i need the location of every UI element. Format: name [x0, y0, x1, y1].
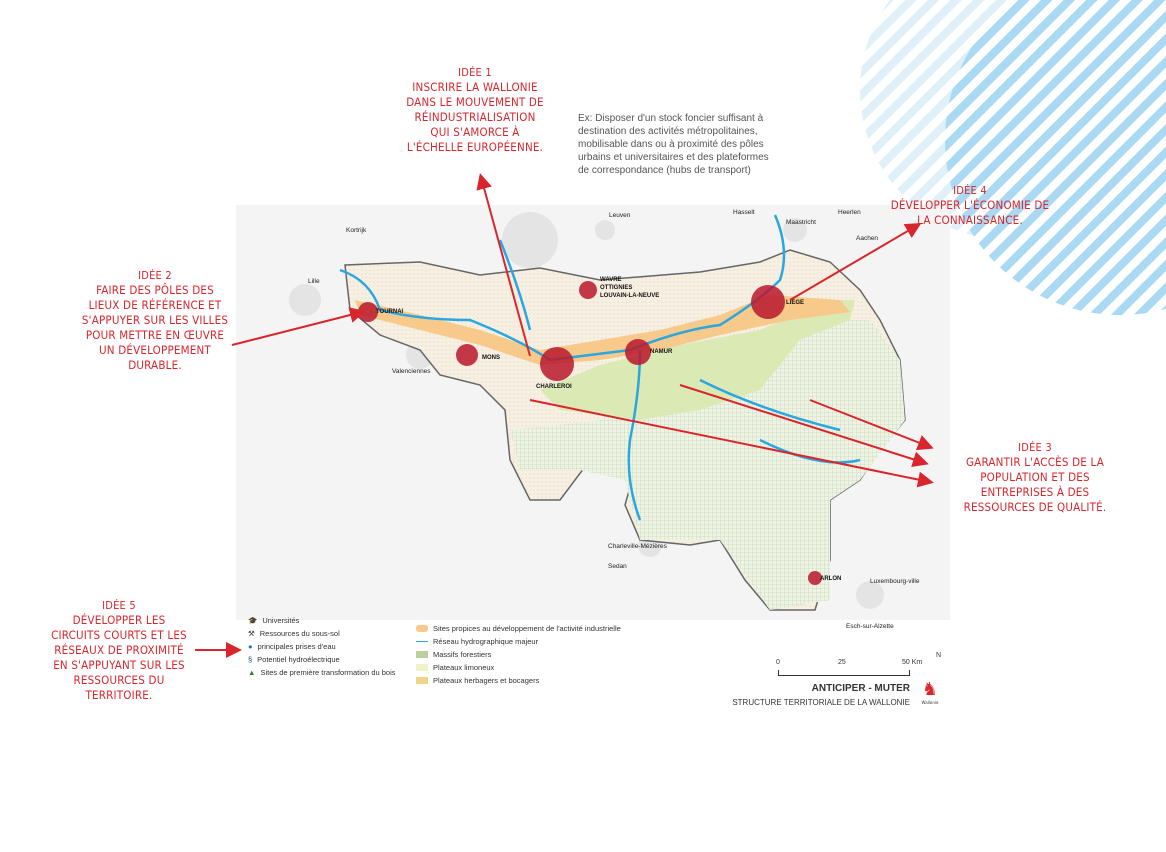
hydro-icon: § — [248, 655, 253, 664]
legend-right: Sites propices au développement de l'act… — [416, 622, 621, 687]
city-label: Valenciennes — [392, 368, 431, 375]
idea-4: Idée 4Développer l'économie de la connai… — [890, 184, 1050, 227]
city-label: Maastricht — [786, 219, 816, 226]
scale-tick: 0 — [776, 659, 780, 666]
water-drop-icon: ● — [248, 642, 253, 651]
pole-label: WAVRE — [600, 277, 622, 283]
city-label: Aachen — [856, 235, 878, 242]
forest-swatch — [416, 651, 428, 658]
city-label: Heerlen — [838, 209, 861, 216]
north-arrow-icon: N — [936, 652, 942, 659]
scale-bar — [778, 670, 910, 676]
scale-tick: 50 Km — [902, 659, 923, 666]
pole-label: NAMUR — [650, 349, 673, 355]
city-label: Charleville-Mézières — [608, 543, 668, 550]
legend-left: 🎓Universités ⚒Ressources du sous-sol ●pr… — [248, 616, 396, 677]
pole-circles — [358, 281, 822, 585]
map-subtitle: STRUCTURE TERRITORIALE DE LA WALLONIE — [732, 698, 910, 707]
idea-1: Idée 1Inscrire la Wallonie dans le mouve… — [406, 66, 544, 154]
city-label: Luxembourg-ville — [870, 578, 920, 585]
city-label: Hasselt — [733, 209, 755, 216]
tree-icon: ▲ — [248, 668, 256, 677]
idea-arrows — [195, 173, 934, 658]
university-icon: 🎓 — [248, 616, 258, 625]
pole-label: CHARLEROI — [536, 384, 572, 390]
scale-tick: 25 — [838, 659, 846, 666]
city-label: Leuven — [609, 212, 631, 219]
city-label: Sedan — [608, 563, 627, 570]
mining-icon: ⚒ — [248, 629, 255, 638]
industry-swatch — [416, 625, 428, 632]
wallonie-logo: ♞Wallonie — [921, 679, 939, 706]
rivers — [339, 214, 861, 521]
idea-2: Idée 2Faire des pôles des lieux de référ… — [81, 269, 229, 372]
bocage-swatch — [416, 677, 428, 684]
pole-label: LOUVAIN-LA-NEUVE — [600, 293, 659, 299]
limon-swatch — [416, 664, 428, 671]
pole-label: OTTIGNIES — [600, 285, 632, 291]
idea-5: Idée 5Développer les circuits courts et … — [51, 599, 187, 702]
map-title: ANTICIPER - MUTER — [811, 683, 910, 694]
decorative-stripes — [860, 0, 1166, 315]
city-label: Lille — [308, 278, 320, 285]
idea-3: Idée 3Garantir l'accès de la population … — [963, 441, 1107, 514]
pole-label: ARLON — [820, 576, 841, 582]
city-label: Kortrijk — [346, 227, 367, 234]
pole-label: TOURNAI — [376, 309, 404, 315]
river-swatch — [416, 641, 428, 642]
city-label: Esch-sur-Alzette — [846, 623, 894, 630]
pole-label: LIEGE — [786, 300, 804, 306]
pole-label: MONS — [482, 355, 500, 361]
example-text: Ex: Disposer d'un stock foncier suffisan… — [578, 113, 769, 176]
